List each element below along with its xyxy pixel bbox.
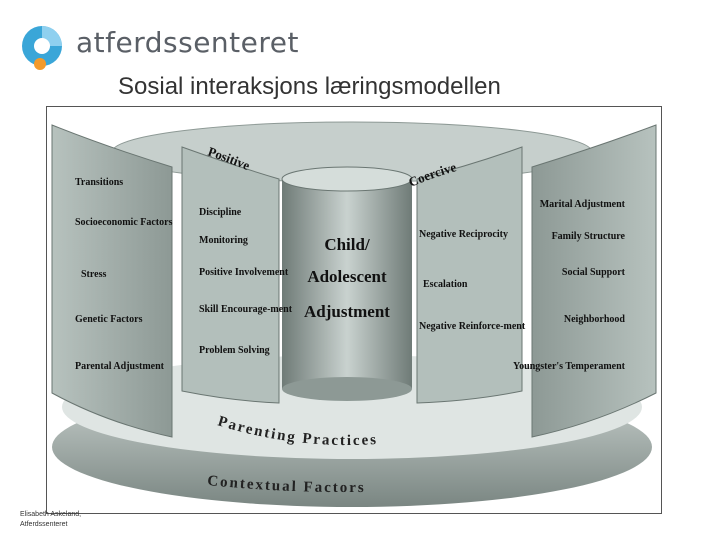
- brand-logo: atferdssenteret: [20, 24, 270, 70]
- right-context-panel: [532, 125, 656, 437]
- author-org: Atferdssenteret: [20, 520, 81, 530]
- positive-item: Positive Involvement: [199, 267, 289, 278]
- cylinder-bottom: [282, 377, 412, 401]
- author-name: Elisabeth Askeland,: [20, 510, 81, 520]
- coercive-item: Escalation: [423, 279, 468, 290]
- context-item: Transitions: [75, 177, 123, 188]
- diagram-frame: Child/ Adolescent Adjustment Positive Co…: [46, 106, 662, 514]
- context-item: Parental Adjustment: [75, 361, 165, 372]
- coercive-item: Negative Reinforce-ment: [419, 321, 526, 332]
- author-credit: Elisabeth Askeland, Atferdssenteret: [20, 510, 81, 530]
- context-item: Social Support: [562, 267, 626, 278]
- coercive-item: Negative Reciprocity: [419, 229, 508, 240]
- positive-item: Problem Solving: [199, 345, 270, 356]
- context-item: Youngster's Temperament: [513, 361, 626, 372]
- context-item: Socioeconomic Factors: [75, 217, 173, 228]
- social-interaction-model-diagram: Child/ Adolescent Adjustment Positive Co…: [47, 107, 661, 513]
- positive-item: Skill Encourage-ment: [199, 304, 293, 315]
- logo-mark-icon: [20, 24, 68, 70]
- core-line-2: Adolescent: [307, 267, 387, 286]
- core-line-1: Child/: [324, 235, 370, 254]
- cylinder-top: [282, 167, 412, 191]
- coercive-panel: [417, 147, 522, 403]
- brand-name: atferdssenteret: [76, 26, 299, 59]
- context-item: Neighborhood: [564, 314, 626, 325]
- page-title: Sosial interaksjons læringsmodellen: [118, 73, 501, 101]
- context-item: Marital Adjustment: [540, 199, 626, 210]
- positive-item: Monitoring: [199, 235, 248, 246]
- context-item: Family Structure: [552, 231, 626, 242]
- context-item: Genetic Factors: [75, 314, 143, 325]
- core-line-3: Adjustment: [304, 302, 390, 321]
- positive-item: Discipline: [199, 207, 242, 218]
- left-context-panel: [52, 125, 172, 437]
- context-item: Stress: [81, 269, 106, 280]
